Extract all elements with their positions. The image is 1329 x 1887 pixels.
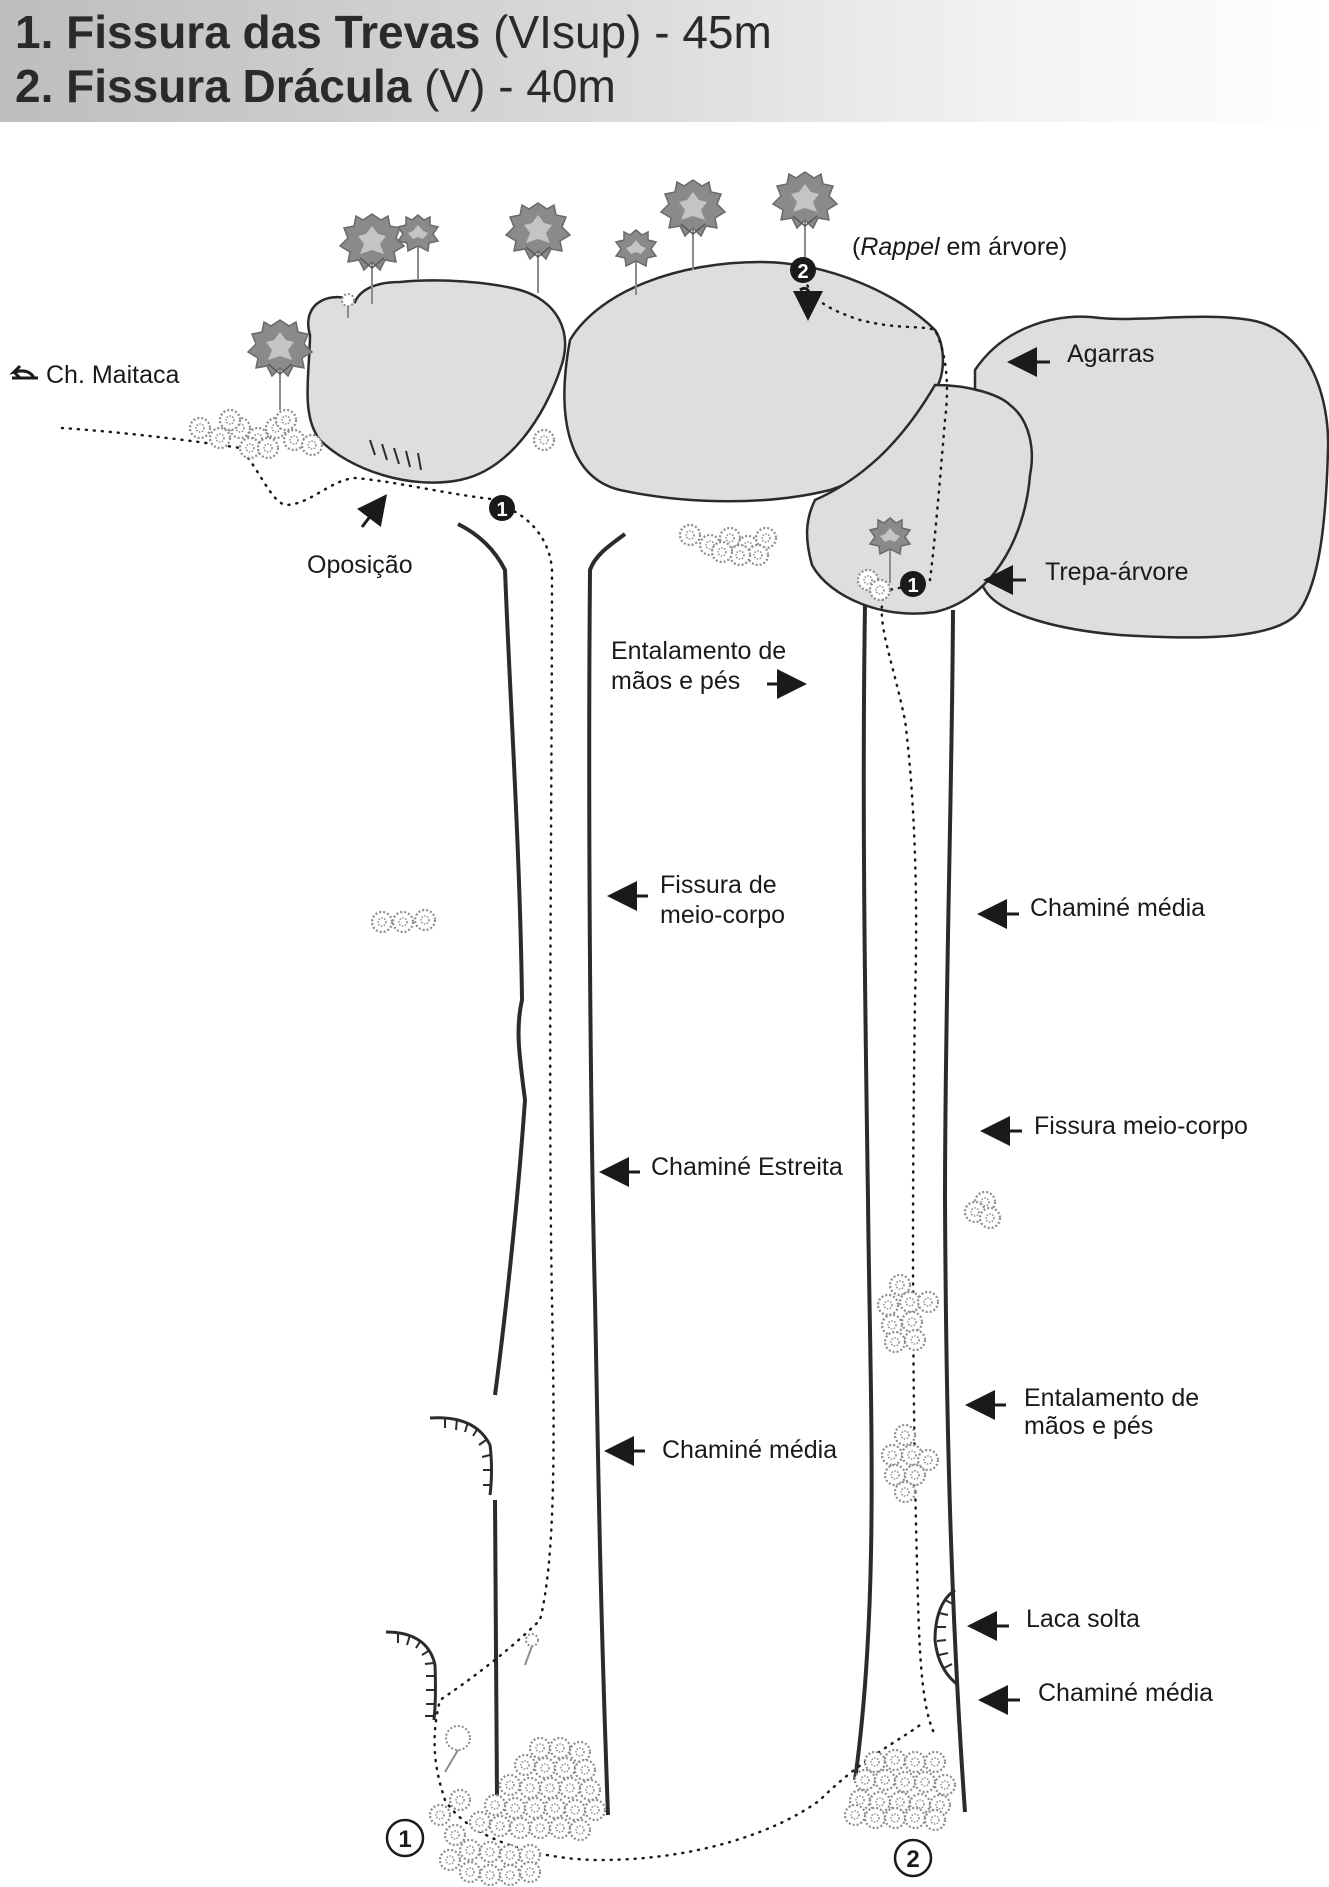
bush-cluster-right-mid: [963, 1190, 1002, 1230]
route-lines: [60, 276, 949, 1862]
crack-1-right-wall: [587, 532, 627, 1816]
label-chamine-media-2: Chaminé média: [662, 1436, 838, 1464]
rappel-open: (: [852, 233, 861, 261]
label-agarras: Agarras: [1067, 340, 1155, 368]
approach-path: [60, 426, 502, 507]
label-chamine-media-1: Chaminé média: [1030, 894, 1206, 922]
start-marker-1: 1: [385, 1818, 425, 1858]
title-banner: 1. Fissura das Trevas (VIsup) - 45m 2. F…: [0, 0, 1329, 122]
anchor-2-label: 2: [797, 261, 808, 283]
loose-flake: [933, 1588, 959, 1687]
crack-2-left-wall: [853, 604, 874, 1781]
loose-flake-hatch: [936, 1599, 954, 1669]
route-1-line: [433, 503, 922, 1862]
route-2-title: 2. Fissura Drácula (V) - 40m: [15, 60, 616, 112]
tree-3: [505, 202, 571, 294]
label-entalamento-2a: Entalamento de: [1024, 1384, 1200, 1412]
small-plants: [341, 293, 539, 1773]
bush-cluster-base-2: [843, 1748, 957, 1832]
hatch-left-boulder: [369, 439, 422, 471]
anchor-2-top: 2: [790, 257, 816, 283]
boulder-left: [306, 279, 567, 484]
start-marker-2: 2: [893, 1838, 933, 1878]
tree-5: [660, 179, 726, 271]
bush-cluster-crack-2-upper: [876, 1273, 940, 1354]
boulder-right-small: [805, 383, 1034, 615]
roof-2-hatch: [397, 1633, 435, 1717]
label-chamine-estreita: Chaminé Estreita: [651, 1153, 843, 1181]
route-2-line: [803, 276, 949, 1737]
boulder-right-large: [969, 315, 1329, 639]
route-1-grade: (VIsup) - 45m: [493, 6, 772, 58]
route-1-name: 1. Fissura das Trevas: [15, 6, 481, 58]
label-chamine-media-3: Chaminé média: [1038, 1679, 1214, 1707]
bush-cluster-crack-2-lower: [880, 1423, 940, 1504]
anchor-1-top: 1: [489, 495, 515, 521]
route-2-name: 2. Fissura Drácula: [15, 60, 412, 112]
label-trepa-arvore: Trepa-árvore: [1045, 558, 1189, 586]
crack-1-left-wall: [457, 522, 528, 1396]
arrow-oposicao: [356, 494, 388, 528]
maitaca-arrow-icon: [9, 364, 36, 380]
crack-2-right-wall: [942, 609, 967, 1813]
label-fissura-meio-corpo: Fissura meio-corpo: [1034, 1112, 1248, 1140]
label-rappel: (Rappel em árvore): [852, 233, 1067, 262]
start-1-label: 1: [398, 1826, 411, 1853]
rappel-arrow-icon: [799, 286, 817, 313]
anchor-1-label: 1: [496, 499, 507, 521]
label-maitaca: Ch. Maitaca: [46, 361, 180, 389]
anchor-1b-label: 1: [907, 575, 918, 597]
label-entalamento-1a: Entalamento de: [611, 637, 787, 665]
anchor-1-bottom: 1: [900, 571, 926, 597]
label-fissura-de: Fissura de: [660, 871, 777, 899]
roof-2: [385, 1630, 437, 1721]
route-2-grade: (V) - 40m: [424, 60, 616, 112]
label-meio-corpo: meio-corpo: [660, 901, 786, 929]
bush-cluster-under-center: [678, 523, 778, 567]
tree-6: [772, 171, 838, 263]
roof-1-hatch: [444, 1418, 491, 1486]
tree-7: [247, 319, 313, 411]
bush-cluster-base-1: [428, 1736, 607, 1887]
tree-2: [397, 214, 439, 281]
roof-1: [429, 1416, 493, 1496]
crack-1-lower-left: [493, 1499, 499, 1801]
label-entalamento-1b: mãos e pés: [611, 667, 741, 695]
route-1-title: 1. Fissura das Trevas (VIsup) - 45m: [15, 6, 772, 58]
bush-cluster-mid-left: [370, 908, 437, 934]
label-laca-solta: Laca solta: [1026, 1605, 1140, 1633]
rappel-word: Rappel: [860, 233, 940, 261]
start-2-label: 2: [906, 1846, 919, 1873]
label-oposicao: Oposição: [307, 551, 413, 579]
label-entalamento-2b: mãos e pés: [1024, 1412, 1154, 1440]
arrows: [12, 290, 1050, 1715]
rappel-rest: em árvore): [939, 233, 1068, 261]
